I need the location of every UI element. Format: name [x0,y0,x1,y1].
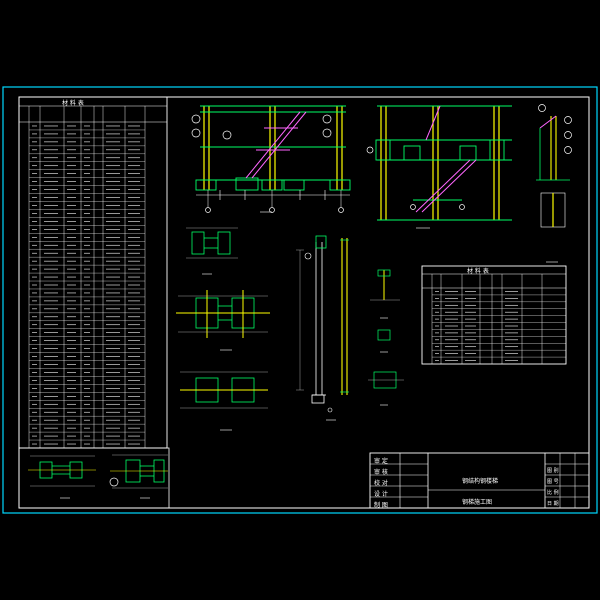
title-block-side-3: 日 期 [547,501,559,507]
column-elevation [296,235,349,421]
title-block-role-2: 校 对 [374,480,388,487]
small-details [368,269,404,406]
section-details [176,227,270,431]
detail-bottom-left [18,447,170,509]
table-left-title: 材 料 表 [62,100,84,107]
title-block-side-0: 图 别 [547,468,559,474]
title-block [369,452,590,509]
title-block-role-1: 审 核 [374,469,388,476]
table-right-title: 材 料 表 [467,268,489,275]
material-table-left [18,96,168,449]
title-block-role-4: 制 图 [374,502,388,509]
title-block-project: 钢结构钢楼梯 [462,478,499,485]
title-block-role-3: 设 计 [374,491,388,498]
sheet-outer-frame [2,86,598,514]
material-table-right [421,265,567,365]
elevation-3 [536,104,572,263]
elevation-2 [366,105,512,229]
title-block-side-1: 图 号 [547,479,559,485]
title-block-role-0: 审 定 [374,458,388,465]
title-block-drawing-name: 钢梯施工图 [462,499,493,506]
sheet-inner-frame [18,96,590,509]
title-block-side-2: 比 例 [547,490,559,496]
elevation-1 [191,105,351,213]
